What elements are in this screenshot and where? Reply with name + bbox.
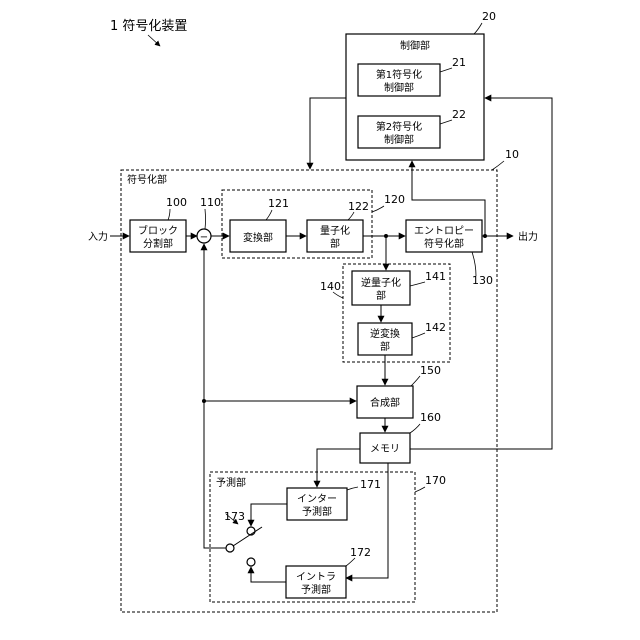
inverse-quant-line2: 部 [376, 289, 386, 302]
inverse-quant-leader [410, 282, 425, 286]
inter-prediction-leader [347, 487, 358, 490]
transform-quantize-group-leader [372, 206, 384, 212]
block-split-ref: 100 [166, 196, 187, 209]
combiner-label: 合成部 [370, 396, 400, 409]
inverse-quant-line1: 逆量子化 [361, 276, 401, 289]
memory-leader [410, 424, 420, 433]
transform-label: 変換部 [243, 231, 273, 244]
prediction-label: 予測部 [216, 476, 246, 489]
memory-label: メモリ [370, 444, 400, 455]
inter-prediction-line2: 予測部 [302, 505, 332, 518]
block-split-line2: 分割部 [143, 237, 173, 250]
inverse-transform-leader [412, 333, 425, 338]
subtractor-leader [205, 209, 206, 229]
prediction-branch-node [202, 399, 206, 403]
inter-prediction-ref: 171 [360, 478, 381, 491]
prediction-leader [415, 487, 425, 492]
control-unit-leader [474, 23, 482, 34]
combiner-ref: 150 [420, 364, 441, 377]
control-to-encoder-arrow [310, 98, 346, 169]
transform-leader [266, 210, 272, 220]
first-encoding-control-ref: 21 [452, 56, 466, 69]
intra-prediction-leader [346, 558, 355, 566]
inter-prediction-line1: インター [297, 493, 337, 505]
encoder-ref: 10 [505, 148, 519, 161]
second-encoding-control-ref: 22 [452, 108, 466, 121]
block-split-leader [168, 209, 170, 220]
inverse-quant-ref: 141 [425, 270, 446, 283]
transform-ref: 121 [268, 197, 289, 210]
intra-prediction-line1: イントラ [296, 571, 336, 583]
control-unit-ref: 20 [482, 10, 496, 23]
second-encoding-control-line2: 制御部 [384, 133, 414, 146]
memory-to-inter-arrow [317, 449, 360, 487]
diagram-title: 1 符号化装置 [110, 18, 187, 34]
memory-ref: 160 [420, 411, 441, 424]
quantize-line1: 量子化 [320, 224, 350, 237]
first-encoding-control-line1: 第1符号化 [376, 68, 422, 81]
inter-to-switch-arrow [251, 504, 287, 526]
intra-to-switch-arrow [251, 567, 286, 582]
encoder-leader [492, 161, 504, 170]
combiner-leader [411, 376, 420, 386]
transform-quantize-group-ref: 120 [384, 193, 405, 206]
inverse-transform-ref: 142 [425, 321, 446, 334]
prediction-to-subtractor-arrow [204, 244, 226, 548]
entropy-coder-ref: 130 [472, 274, 493, 287]
title-pointer [148, 35, 160, 46]
entropy-coder-leader [472, 252, 476, 276]
switch-common-terminal [226, 544, 234, 552]
control-unit-label: 制御部 [400, 39, 430, 52]
encoder-label: 符号化部 [127, 173, 167, 186]
inverse-transform-line2: 部 [380, 340, 390, 353]
first-encoding-control-line2: 制御部 [384, 81, 414, 94]
switch-terminal-intra [247, 558, 255, 566]
output-label: 出力 [518, 230, 538, 243]
block-split-line1: ブロック [138, 224, 178, 237]
subtractor-ref: 110 [200, 196, 221, 209]
inverse-transform-line1: 逆変換 [370, 327, 400, 340]
intra-prediction-line2: 予測部 [301, 583, 331, 596]
second-encoding-control-line1: 第2符号化 [376, 120, 422, 133]
quantize-leader [348, 212, 354, 220]
prediction-ref: 170 [425, 474, 446, 487]
inverse-group-ref: 140 [320, 280, 341, 293]
subtractor-symbol: − [200, 232, 208, 243]
quantize-line2: 部 [330, 237, 340, 250]
input-label: 入力 [88, 230, 108, 243]
entropy-coder-line2: 符号化部 [424, 237, 464, 250]
intra-prediction-ref: 172 [350, 546, 371, 559]
entropy-coder-line1: エントロピー [414, 225, 474, 237]
quantize-ref: 122 [348, 200, 369, 213]
